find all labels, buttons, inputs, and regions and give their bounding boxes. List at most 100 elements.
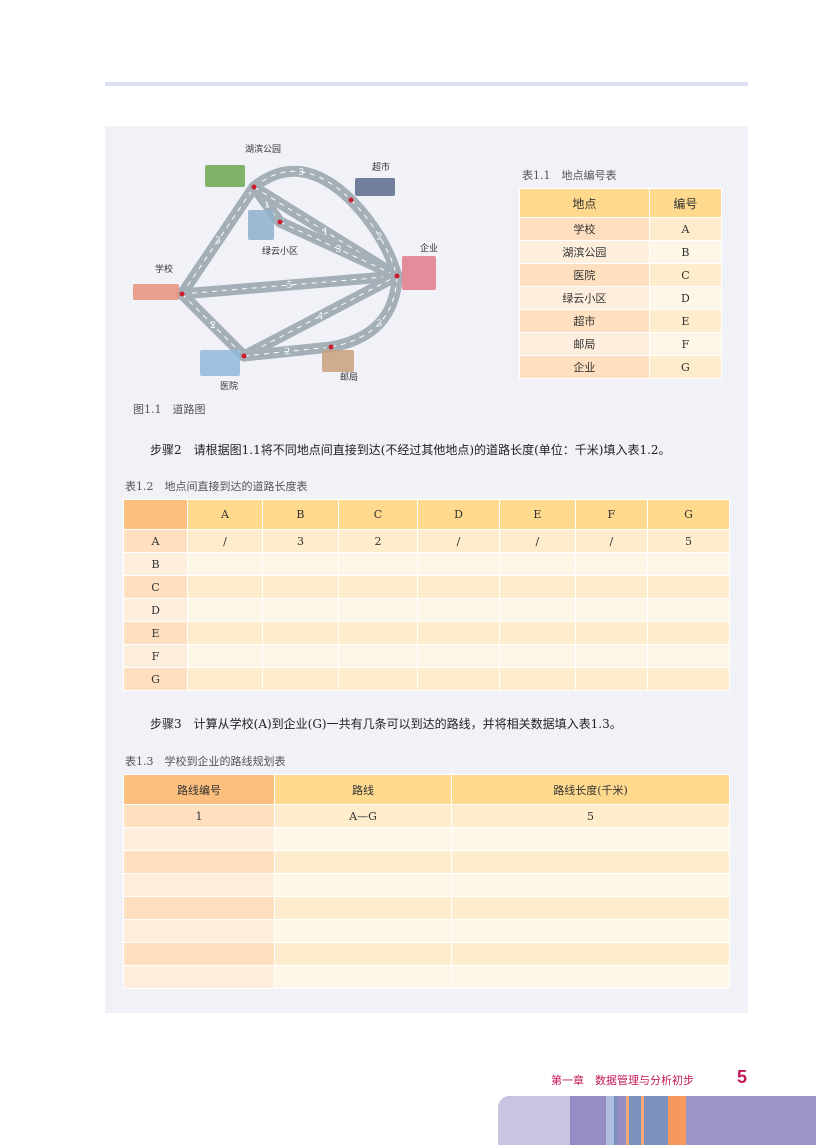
table-cell[interactable] [574, 621, 648, 645]
table-cell[interactable]: 5 [646, 529, 731, 553]
table-cell[interactable] [187, 644, 263, 668]
table-cell[interactable] [123, 965, 275, 989]
table-cell[interactable] [499, 598, 576, 622]
table-cell[interactable] [274, 827, 452, 851]
table-cell[interactable]: A—G [274, 804, 452, 828]
table-cell[interactable] [499, 552, 576, 576]
table-cell[interactable]: 3 [261, 529, 340, 553]
road-centerline [181, 293, 245, 357]
table-cell[interactable] [646, 644, 731, 668]
table-cell[interactable] [416, 621, 501, 645]
table-cell: 邮局 [519, 332, 650, 356]
table-cell[interactable]: / [574, 529, 648, 553]
table-cell[interactable] [123, 942, 275, 966]
table12-header [123, 499, 188, 530]
table-cell[interactable] [451, 850, 730, 874]
table12-header: C [338, 499, 418, 530]
table-cell[interactable] [646, 598, 731, 622]
table-cell[interactable]: 5 [451, 804, 730, 828]
table-cell[interactable] [499, 667, 576, 691]
table-cell[interactable]: / [416, 529, 501, 553]
table-cell[interactable] [416, 575, 501, 599]
table-cell[interactable] [416, 644, 501, 668]
table-cell[interactable] [338, 621, 418, 645]
table-cell[interactable] [274, 942, 452, 966]
table-cell[interactable] [499, 575, 576, 599]
table-cell[interactable] [187, 667, 263, 691]
table-cell[interactable] [123, 919, 275, 943]
table-cell[interactable] [123, 850, 275, 874]
table-cell[interactable] [416, 667, 501, 691]
table-cell: E [123, 621, 188, 645]
table-cell: 企业 [519, 355, 650, 379]
table-cell[interactable] [574, 575, 648, 599]
building-icon [322, 350, 354, 372]
table-cell[interactable] [274, 873, 452, 897]
table-cell[interactable] [338, 644, 418, 668]
table-cell[interactable] [123, 827, 275, 851]
table-cell[interactable] [187, 552, 263, 576]
table-cell: 超市 [519, 309, 650, 333]
table-cell[interactable] [274, 850, 452, 874]
table-cell: B [123, 552, 188, 576]
table-cell[interactable]: 2 [338, 529, 418, 553]
page-number: 5 [737, 1067, 748, 1087]
table-cell[interactable] [646, 621, 731, 645]
table-cell[interactable] [261, 644, 340, 668]
table-cell[interactable] [123, 896, 275, 920]
table-cell[interactable] [574, 552, 648, 576]
table-cell[interactable] [646, 667, 731, 691]
table-cell[interactable] [416, 552, 501, 576]
table-cell[interactable] [261, 552, 340, 576]
table-cell[interactable]: 1 [123, 804, 275, 828]
table-cell[interactable] [274, 965, 452, 989]
table-cell[interactable] [451, 873, 730, 897]
table-cell[interactable] [451, 965, 730, 989]
table-row: F [123, 644, 731, 668]
table-cell[interactable] [338, 598, 418, 622]
table-row [123, 873, 730, 897]
table-cell[interactable] [274, 919, 452, 943]
table-cell[interactable] [451, 827, 730, 851]
table-cell[interactable] [574, 644, 648, 668]
table-cell[interactable]: / [187, 529, 263, 553]
table-cell[interactable] [499, 644, 576, 668]
table-cell[interactable] [261, 667, 340, 691]
table-row: C [123, 575, 731, 599]
table12-header: A [187, 499, 263, 530]
table-row [123, 942, 730, 966]
table-cell[interactable] [261, 598, 340, 622]
table-cell[interactable] [451, 896, 730, 920]
step2-text: 步骤2 请根据图1.1将不同地点间直接到达(不经过其他地点)的道路长度(单位：千… [150, 443, 671, 457]
table-cell[interactable] [338, 667, 418, 691]
building-icon [205, 165, 245, 187]
table-cell[interactable] [499, 621, 576, 645]
road-length-label: 4 [318, 312, 324, 322]
table-cell[interactable] [451, 919, 730, 943]
table-cell[interactable] [187, 598, 263, 622]
road-centerline [243, 346, 332, 357]
table-cell[interactable] [646, 575, 731, 599]
table-cell[interactable] [274, 896, 452, 920]
table-cell[interactable] [187, 621, 263, 645]
table-cell[interactable] [574, 598, 648, 622]
table-cell[interactable] [451, 942, 730, 966]
table-cell[interactable] [646, 552, 731, 576]
table-cell[interactable] [187, 575, 263, 599]
road-length-label: 3 [215, 237, 221, 247]
table-cell[interactable] [338, 575, 418, 599]
table-cell[interactable] [261, 621, 340, 645]
table-cell[interactable] [261, 575, 340, 599]
table-cell[interactable]: / [499, 529, 576, 553]
table12-header: F [574, 499, 648, 530]
table-cell[interactable] [338, 552, 418, 576]
table-cell[interactable] [123, 873, 275, 897]
table-cell[interactable] [574, 667, 648, 691]
footer-color-bar [498, 1096, 816, 1145]
table-cell[interactable] [416, 598, 501, 622]
